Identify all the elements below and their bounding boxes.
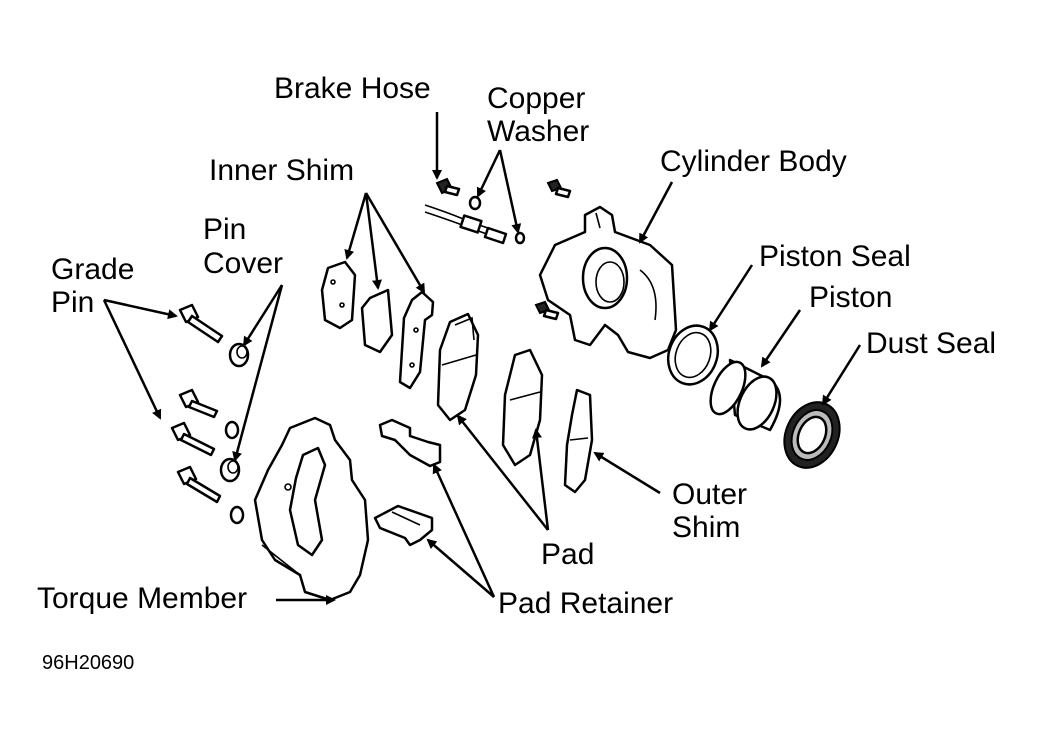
label-piston-seal: Piston Seal xyxy=(759,240,911,273)
label-brake-hose: Brake Hose xyxy=(274,72,431,105)
figure-code: 96H20690 xyxy=(42,652,135,674)
label-copper-washer-line-2: Washer xyxy=(487,115,590,148)
bleeder-bolt-part xyxy=(546,178,572,199)
label-grade-pin-line-2: Pin xyxy=(51,286,95,319)
label-outer-shim-line-2: Shim xyxy=(672,511,741,544)
small-bolt-part xyxy=(534,300,560,321)
label-pad: Pad xyxy=(541,538,595,571)
inner-shim-part-2 xyxy=(360,288,394,354)
label-pin-cover-line-1: Pin xyxy=(203,213,247,246)
label-torque-member: Torque Member xyxy=(37,582,248,615)
banjo-bolt-part xyxy=(435,177,461,197)
pad-retainer-part-2 xyxy=(373,504,434,547)
label-pin-cover-line-2: Cover xyxy=(203,247,284,280)
inner-pad-part xyxy=(436,312,480,422)
piston-seal-part xyxy=(666,324,720,386)
grade-pin-part-3 xyxy=(170,421,216,457)
label-copper-washer-line-1: Copper xyxy=(487,82,586,115)
piston-part xyxy=(709,358,782,432)
grade-pin-part-1 xyxy=(178,303,224,344)
brake-hose-part xyxy=(424,204,508,245)
label-dust-seal: Dust Seal xyxy=(866,327,997,360)
grade-pin-part-2 xyxy=(178,388,219,419)
washer-part-1 xyxy=(224,420,240,440)
pad-retainer-part-1 xyxy=(378,418,442,468)
dust-seal-part xyxy=(783,401,841,469)
copper-washer-part xyxy=(468,195,526,245)
leader-lines xyxy=(102,112,862,605)
label-inner-shim: Inner Shim xyxy=(209,154,355,187)
grade-pin-part-4 xyxy=(176,465,222,504)
label-pad-retainer: Pad Retainer xyxy=(498,587,674,620)
label-outer-shim-line-1: Outer xyxy=(672,478,748,511)
pin-cover-part-1 xyxy=(228,342,250,368)
label-cylinder-body: Cylinder Body xyxy=(660,145,847,178)
label-piston: Piston xyxy=(809,281,893,314)
washer-part-2 xyxy=(229,505,245,525)
inner-shim-part-1 xyxy=(320,260,357,330)
label-grade-pin-line-1: Grade xyxy=(51,253,135,286)
pin-cover-part-2 xyxy=(219,457,241,483)
inner-shim-part-3 xyxy=(398,290,435,390)
outer-shim-part xyxy=(563,388,594,494)
torque-member-part xyxy=(253,416,370,602)
outer-pad-part xyxy=(501,348,544,467)
cylinder-body-part xyxy=(538,205,678,360)
